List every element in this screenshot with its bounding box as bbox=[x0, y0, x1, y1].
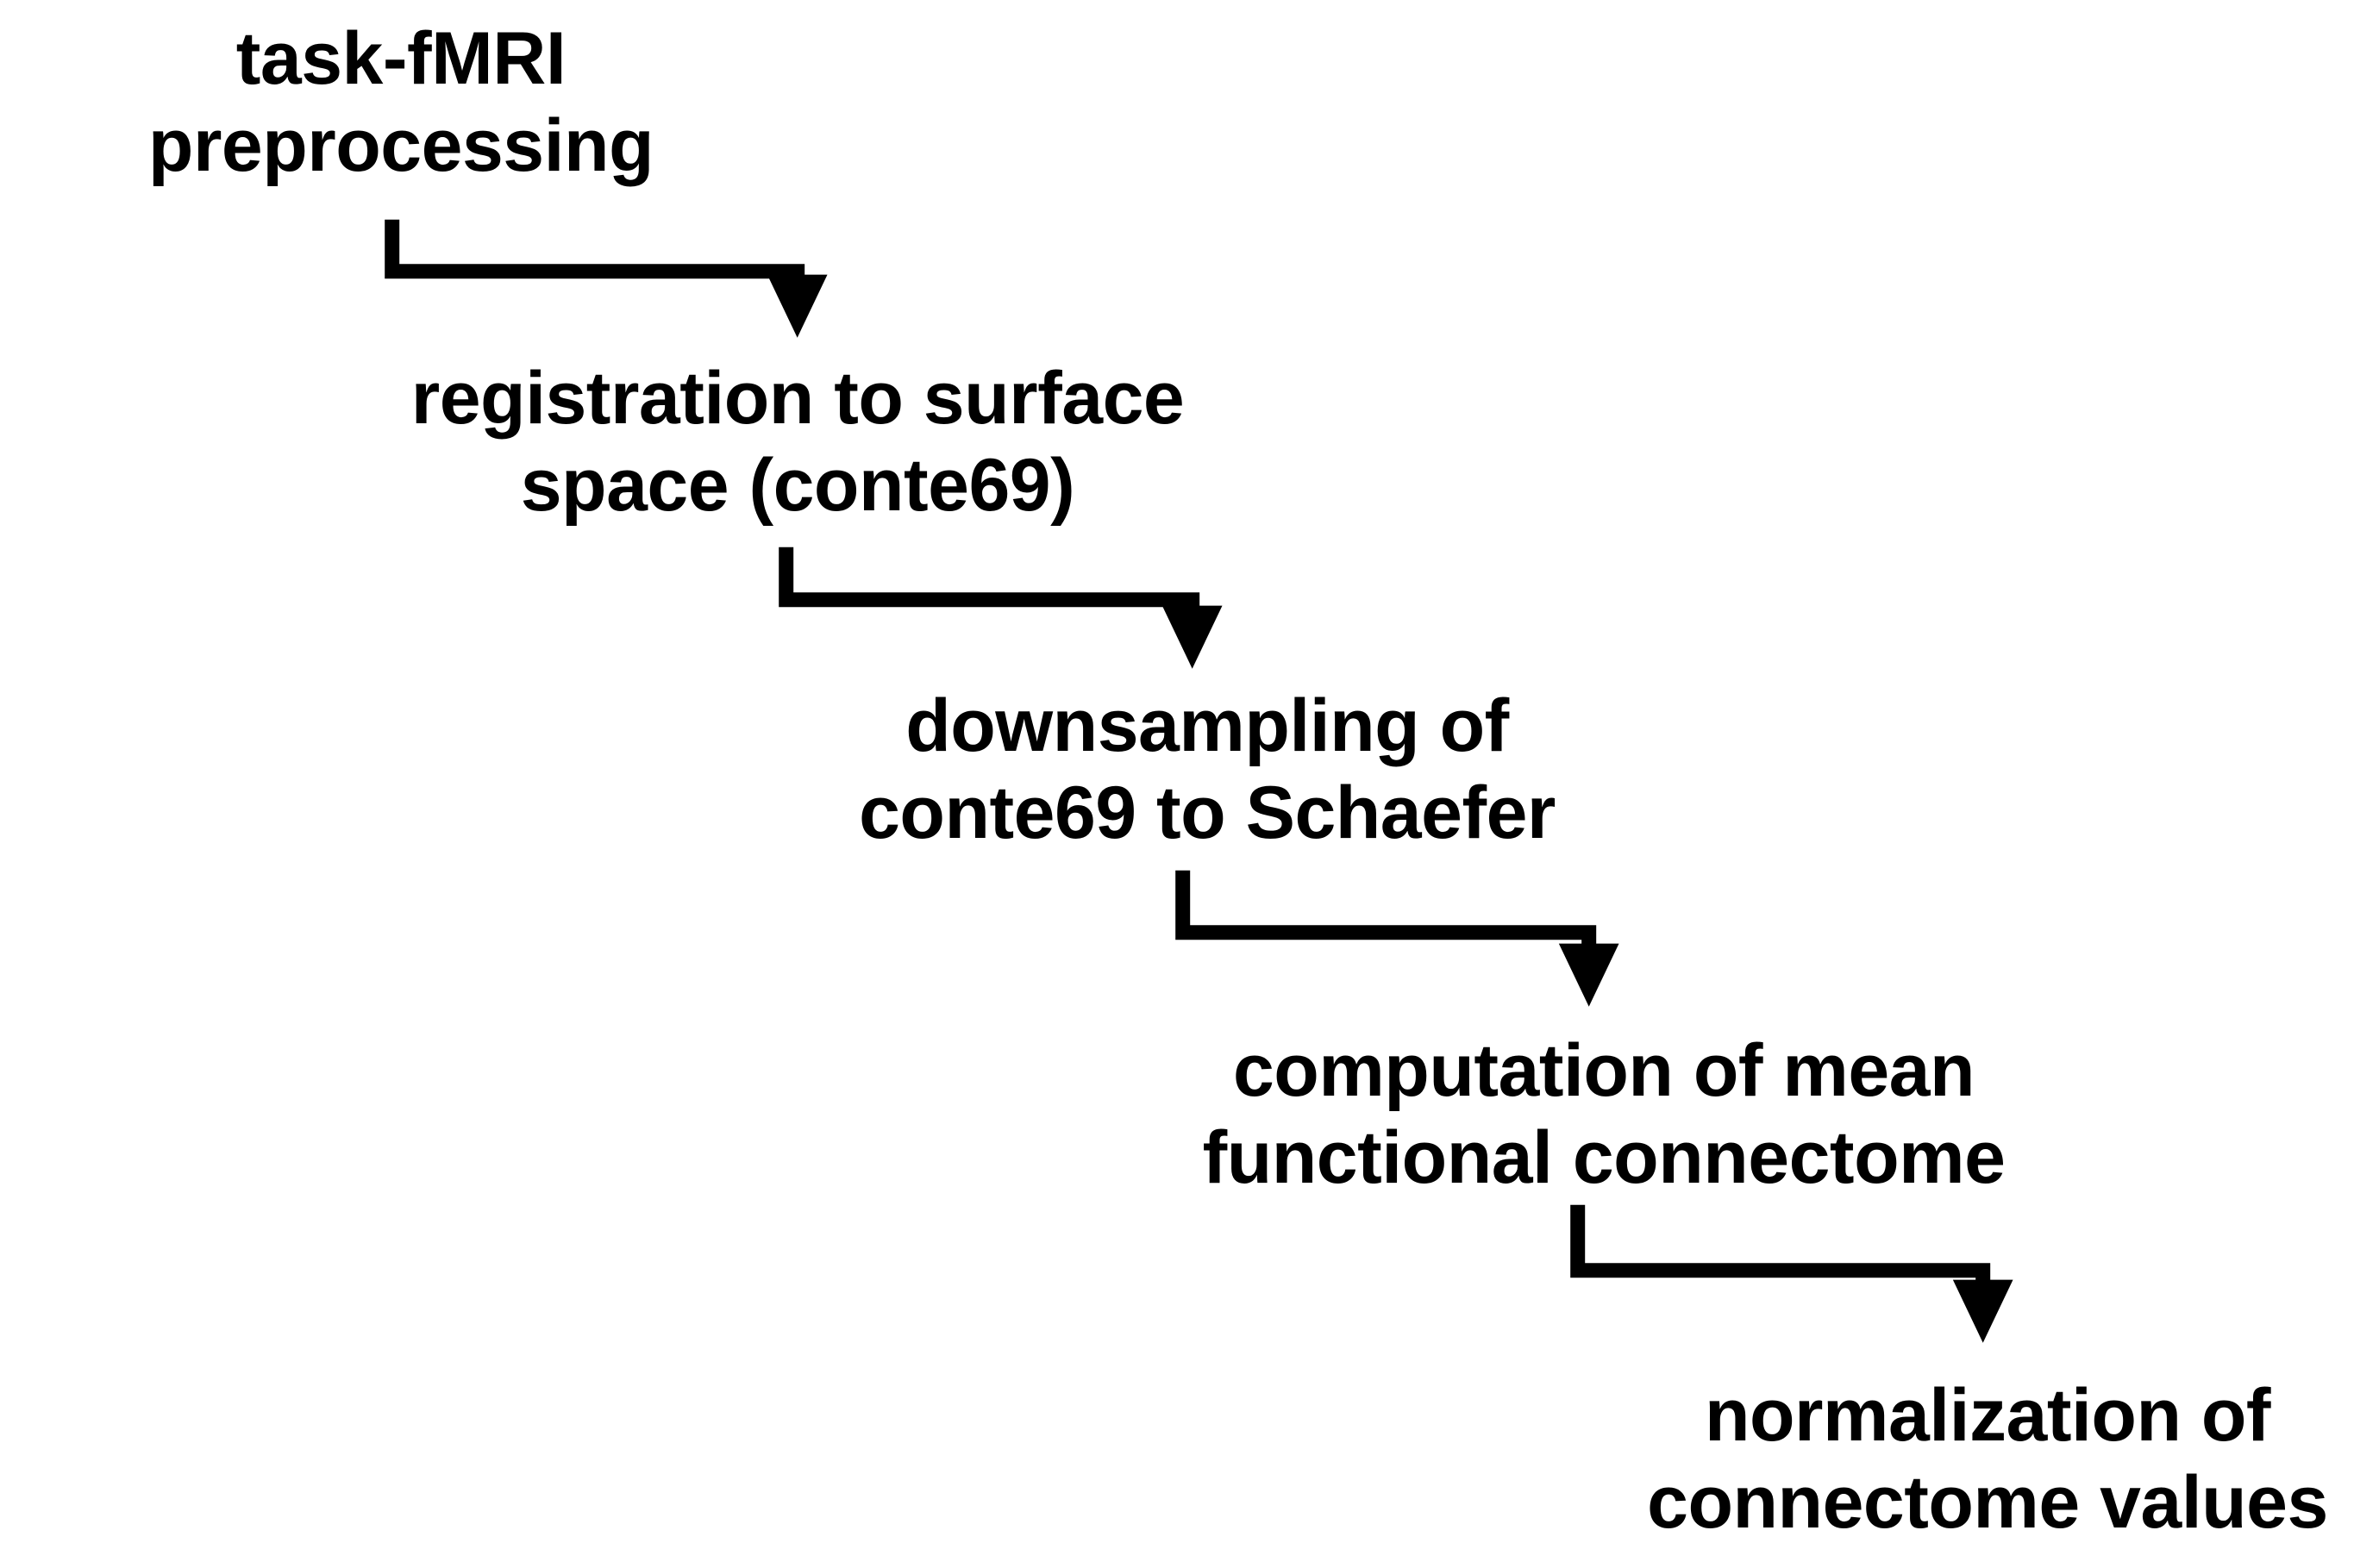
flow-step-line: registration to surface bbox=[410, 357, 1185, 440]
flow-step-line: connectome values bbox=[1647, 1461, 2328, 1545]
flow-step-computation-of-mean-functional-connectome: computation of mean functional connectom… bbox=[1203, 1028, 2006, 1203]
flow-step-task-fmri-preprocessing: task-fMRI preprocessing bbox=[148, 16, 654, 191]
flow-step-line: functional connectome bbox=[1202, 1116, 2006, 1200]
flow-step-line: task-fMRI bbox=[235, 17, 567, 100]
flow-step-line: normalization of bbox=[1704, 1374, 2271, 1457]
flow-step-line: space (conte69) bbox=[520, 444, 1075, 528]
flow-step-line: downsampling of bbox=[905, 684, 1509, 767]
flow-step-line: conte69 to Schaefer bbox=[859, 772, 1556, 855]
flow-step-line: computation of mean bbox=[1232, 1029, 1975, 1112]
flow-step-line: preprocessing bbox=[147, 104, 654, 188]
flow-step-normalization-of-connectome-values: normalization of connectome values bbox=[1647, 1372, 2328, 1547]
flow-step-registration-to-surface-space: registration to surface space (conte69) bbox=[411, 355, 1185, 530]
flow-step-downsampling-conte69-to-schaefer: downsampling of conte69 to Schaefer bbox=[859, 683, 1556, 858]
